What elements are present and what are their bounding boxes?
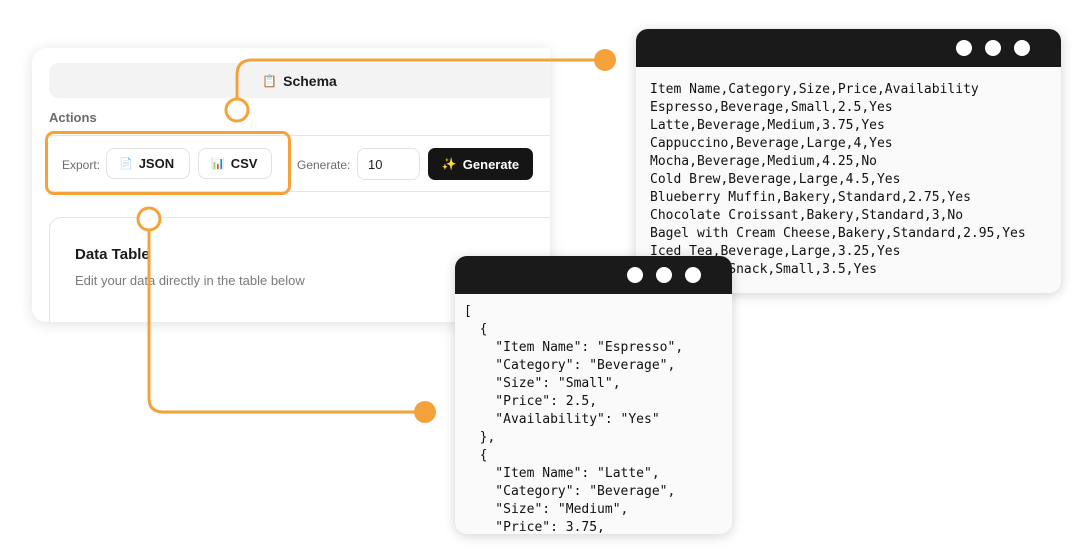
csv-line: Cappuccino,Beverage,Large,4,Yes: [650, 136, 893, 151]
tab-schema-label: Schema: [283, 72, 337, 89]
csv-line: Espresso,Beverage,Small,2.5,Yes: [650, 100, 893, 115]
actions-heading: Actions: [49, 110, 97, 125]
csv-line: Item Name,Category,Size,Price,Availabili…: [650, 82, 979, 97]
export-json-label: JSON: [138, 156, 175, 171]
window-dot: [656, 267, 672, 283]
window-dot: [627, 267, 643, 283]
csv-output-window: Item Name,Category,Size,Price,Availabili…: [636, 29, 1061, 293]
export-csv-label: CSV: [230, 156, 258, 171]
generate-button-label: Generate: [462, 156, 520, 172]
connector-end: [414, 401, 436, 423]
csv-line: Latte,Beverage,Medium,3.75,Yes: [650, 118, 885, 133]
export-csv-button[interactable]: 📊 CSV: [198, 148, 272, 179]
generate-label: Generate:: [297, 158, 351, 172]
document-icon: 📄: [119, 158, 133, 170]
window-dot: [956, 40, 972, 56]
data-table-subtitle: Edit your data directly in the table bel…: [75, 273, 305, 288]
clipboard-icon: 📋: [262, 73, 278, 88]
window-dot: [985, 40, 1001, 56]
tab-schema[interactable]: 📋 Schema: [49, 63, 550, 98]
json-output-window: [ { "Item Name": "Espresso", "Category":…: [455, 256, 732, 534]
csv-line: Blueberry Muffin,Bakery,Standard,2.75,Ye…: [650, 190, 971, 205]
data-table-title: Data Table: [75, 246, 150, 263]
generate-button[interactable]: ✨ Generate: [428, 148, 533, 180]
csv-content: Item Name,Category,Size,Price,Availabili…: [636, 67, 1061, 279]
sparkles-icon: ✨: [441, 157, 457, 171]
csv-line: Iced Tea,Beverage,Large,3.25,Yes: [650, 244, 901, 259]
divider: [49, 135, 550, 136]
connector-end: [594, 49, 616, 71]
csv-line: Cold Brew,Beverage,Large,4.5,Yes: [650, 172, 901, 187]
generate-count-input[interactable]: [357, 148, 420, 180]
export-label: Export:: [62, 158, 101, 172]
window-titlebar: [636, 29, 1061, 67]
csv-line: Bagel with Cream Cheese,Bakery,Standard,…: [650, 226, 1026, 241]
bar-chart-icon: 📊: [211, 158, 225, 170]
json-content: [ { "Item Name": "Espresso", "Category":…: [464, 304, 684, 534]
window-dot: [1014, 40, 1030, 56]
window-dot: [685, 267, 701, 283]
export-highlight: [45, 131, 291, 195]
divider: [49, 191, 550, 192]
csv-line: Mocha,Beverage,Medium,4.25,No: [650, 154, 877, 169]
window-titlebar: [455, 256, 732, 294]
export-json-button[interactable]: 📄 JSON: [106, 148, 190, 179]
csv-line: Chocolate Croissant,Bakery,Standard,3,No: [650, 208, 964, 223]
